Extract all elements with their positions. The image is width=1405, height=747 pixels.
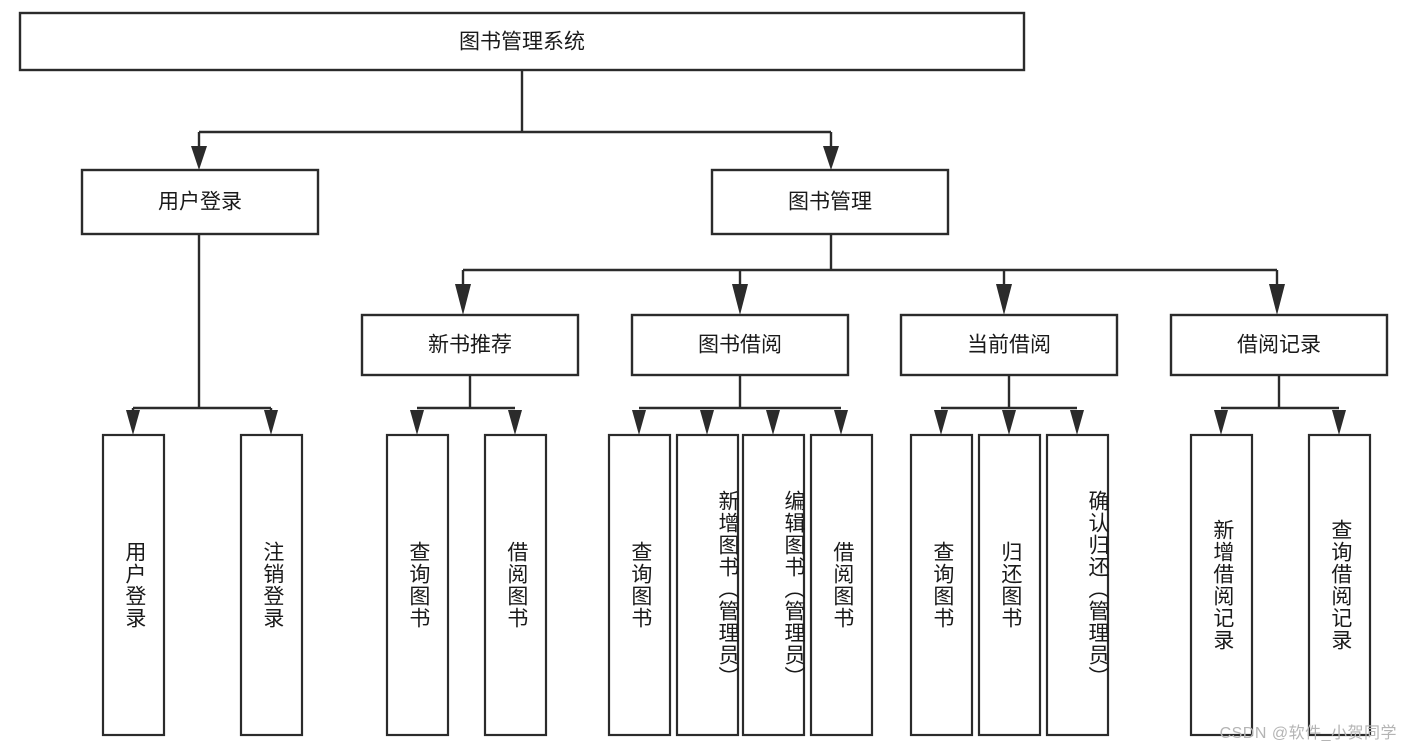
leaf-box-7[interactable] — [741, 433, 806, 737]
arrowhead-leaf-13 — [1332, 410, 1346, 435]
leaf-box-12[interactable] — [1189, 433, 1254, 737]
leaf-box-6[interactable] — [675, 433, 740, 737]
csdn-watermark: CSDN @软件_小贺同学 — [1219, 725, 1397, 742]
arrowhead-leaf-6 — [700, 410, 714, 435]
leaf-box-1[interactable] — [101, 433, 166, 737]
node-current-borrow[interactable]: 当前借阅 — [899, 313, 1119, 377]
node-layer: 图书管理系统 用户登录 图书管理 新书推荐 图书借阅 当前 — [18, 11, 1389, 737]
arrowhead-borrow-record — [1269, 284, 1285, 315]
leaf-box-11[interactable] — [1045, 433, 1110, 737]
node-new-book-recommend[interactable]: 新书推荐 — [360, 313, 580, 377]
arrowhead-leaf-7 — [766, 410, 780, 435]
arrowhead-leaf-11 — [1070, 410, 1084, 435]
leaf-box-4[interactable] — [483, 433, 548, 737]
arrowhead-leaf-2 — [264, 410, 278, 435]
arrowhead-current-borrow — [996, 284, 1012, 315]
node-current-borrow-label: 当前借阅 — [967, 334, 1051, 357]
arrowhead-book-mgmt — [823, 146, 839, 170]
node-book-borrow-label: 图书借阅 — [698, 334, 782, 357]
arrowhead-leaf-8 — [834, 410, 848, 435]
connector-layer — [126, 70, 1346, 435]
leaf-box-9[interactable] — [909, 433, 974, 737]
node-book-management[interactable]: 图书管理 — [710, 168, 950, 236]
leaf-box-3[interactable] — [385, 433, 450, 737]
arrowhead-leaf-10 — [1002, 410, 1016, 435]
node-borrow-record[interactable]: 借阅记录 — [1169, 313, 1389, 377]
leaf-box-10[interactable] — [977, 433, 1042, 737]
node-user-login[interactable]: 用户登录 — [80, 168, 320, 236]
node-user-login-label: 用户登录 — [158, 191, 242, 214]
arrowhead-leaf-1 — [126, 410, 140, 435]
node-borrow-record-label: 借阅记录 — [1237, 334, 1321, 357]
arrowhead-new-book-rec — [455, 284, 471, 315]
arrowhead-book-borrow — [732, 284, 748, 315]
node-new-book-recommend-label: 新书推荐 — [428, 334, 512, 357]
arrowhead-leaf-4 — [508, 410, 522, 435]
leaf-box-2[interactable] — [239, 433, 304, 737]
arrowhead-leaf-9 — [934, 410, 948, 435]
node-book-management-label: 图书管理 — [788, 191, 872, 214]
node-root[interactable]: 图书管理系统 — [18, 11, 1026, 72]
node-root-label: 图书管理系统 — [459, 31, 585, 54]
leaf-box-5[interactable] — [607, 433, 672, 737]
arrowhead-leaf-12 — [1214, 410, 1228, 435]
arrowhead-leaf-3 — [410, 410, 424, 435]
arrowhead-user-login — [191, 146, 207, 170]
leaf-box-13[interactable] — [1307, 433, 1372, 737]
leaf-box-8[interactable] — [809, 433, 874, 737]
node-book-borrow[interactable]: 图书借阅 — [630, 313, 850, 377]
arrowhead-leaf-5 — [632, 410, 646, 435]
